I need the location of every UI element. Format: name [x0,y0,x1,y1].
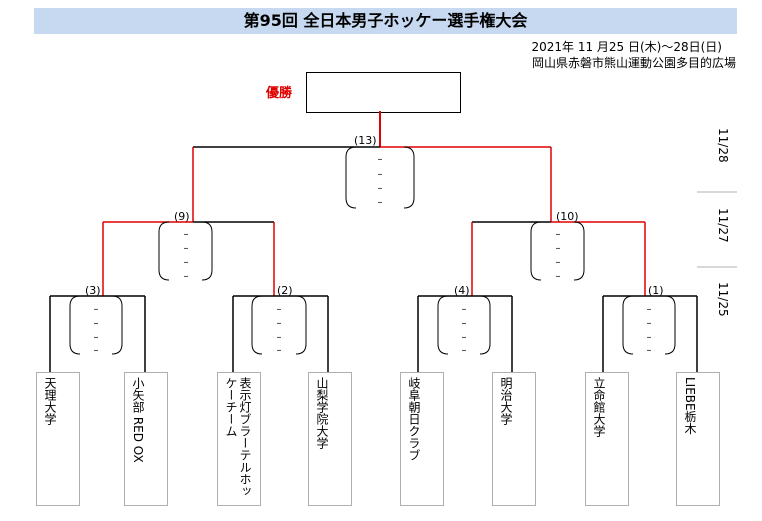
team-name: 明治大学 [499,377,513,425]
tournament-title: 第95回 全日本男子ホッケー選手権大会 [34,8,737,34]
day-label-quarterfinal: 11/25 [716,282,730,317]
score-dash: – [183,257,189,268]
score-dash: – [93,332,99,343]
team-box: 立命館大学 [585,372,629,506]
team-box: 山梨学院大学 [308,372,352,506]
match-number-10: (10) [556,210,579,223]
score-dash: – [93,345,99,356]
match-number-2: (2) [277,284,293,297]
score-dash: – [377,197,383,208]
score-dash: – [461,345,467,356]
match-number-9: (9) [174,210,190,223]
score-dash: – [276,345,282,356]
champion-label: 優勝 [266,86,293,101]
score-dash: – [93,304,99,315]
day-label-final: 11/28 [716,128,730,163]
team-name: 山梨学院大学 [315,377,329,449]
score-dash: – [183,229,189,240]
score-dash: – [646,332,652,343]
score-dash: – [555,271,561,282]
score-dash: – [646,345,652,356]
score-dash: – [276,304,282,315]
team-box: 明治大学 [492,372,536,506]
champion-box [306,72,461,113]
score-dash: – [555,229,561,240]
team-box: LIEBE栃木 [676,372,720,506]
score-dash: – [183,271,189,282]
tournament-date: 2021年 11 月25 日(木)〜28日(日) [531,40,722,54]
match-number-3: (3) [85,284,101,297]
score-dash: – [377,183,383,194]
match-number-13: (13) [354,134,377,147]
match-number-4: (4) [454,284,470,297]
score-dash: – [461,332,467,343]
team-box: 小矢部 RED OX [124,372,168,506]
score-dash: – [93,318,99,329]
tournament-venue: 岡山県赤磐市熊山運動公園多目的広場 [531,56,736,70]
team-box: 天理大学 [36,372,80,506]
match-number-1: (1) [648,284,664,297]
score-dash: – [377,154,383,165]
score-dash: – [377,169,383,180]
team-name: 立命館大学 [592,377,606,437]
score-dash: – [461,304,467,315]
day-label-semifinal: 11/27 [716,208,730,243]
team-name: 表示灯ブラーテルホッケーチーム [224,377,252,497]
score-dash: – [183,243,189,254]
team-name: 天理大学 [43,377,57,425]
team-name: LIEBE栃木 [683,377,697,435]
team-box: 岐阜朝日クラブ [400,372,444,506]
score-dash: – [646,304,652,315]
team-box: 表示灯ブラーテルホッケーチーム [217,372,261,506]
score-dash: – [276,332,282,343]
team-name: 小矢部 RED OX [131,377,145,463]
team-name: 岐阜朝日クラブ [407,377,421,461]
score-dash: – [461,318,467,329]
score-dash: – [646,318,652,329]
score-dash: – [276,318,282,329]
score-dash: – [555,257,561,268]
score-dash: – [555,243,561,254]
